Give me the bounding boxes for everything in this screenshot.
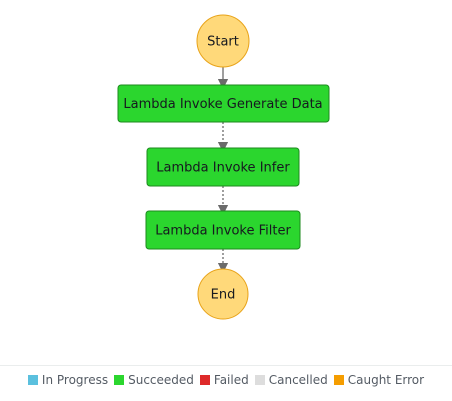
legend-swatch-succeeded bbox=[114, 375, 125, 385]
legend-item-failed: Failed bbox=[199, 373, 249, 387]
legend-label-in-progress: In Progress bbox=[41, 373, 109, 387]
legend-item-in-progress: In Progress bbox=[27, 373, 109, 387]
legend-swatch-in-progress bbox=[27, 375, 38, 385]
start-label: Start bbox=[207, 35, 239, 50]
step-infer[interactable]: Lambda Invoke Infer bbox=[146, 147, 300, 187]
legend-label-caught-error: Caught Error bbox=[347, 373, 425, 387]
step-generate-data-label: Lambda Invoke Generate Data bbox=[123, 97, 322, 112]
legend-item-cancelled: Cancelled bbox=[254, 373, 328, 387]
state-machine-graph: Start Lambda Invoke Generate Data Lambda… bbox=[117, 14, 330, 320]
legend-item-succeeded: Succeeded bbox=[114, 373, 194, 387]
end-node[interactable]: End bbox=[197, 268, 249, 320]
status-legend: In Progress Succeeded Failed Cancelled C… bbox=[0, 365, 452, 387]
legend-swatch-caught-error bbox=[333, 375, 344, 385]
legend-label-cancelled: Cancelled bbox=[268, 373, 328, 387]
legend-item-caught-error: Caught Error bbox=[333, 373, 425, 387]
step-filter-label: Lambda Invoke Filter bbox=[155, 224, 291, 239]
end-label: End bbox=[211, 288, 236, 303]
step-infer-label: Lambda Invoke Infer bbox=[156, 161, 290, 176]
step-filter[interactable]: Lambda Invoke Filter bbox=[145, 210, 301, 250]
legend-label-succeeded: Succeeded bbox=[128, 373, 194, 387]
legend-swatch-cancelled bbox=[254, 375, 265, 385]
start-node[interactable]: Start bbox=[196, 14, 250, 68]
step-generate-data[interactable]: Lambda Invoke Generate Data bbox=[117, 84, 330, 123]
legend-label-failed: Failed bbox=[213, 373, 249, 387]
legend-swatch-failed bbox=[199, 375, 210, 385]
